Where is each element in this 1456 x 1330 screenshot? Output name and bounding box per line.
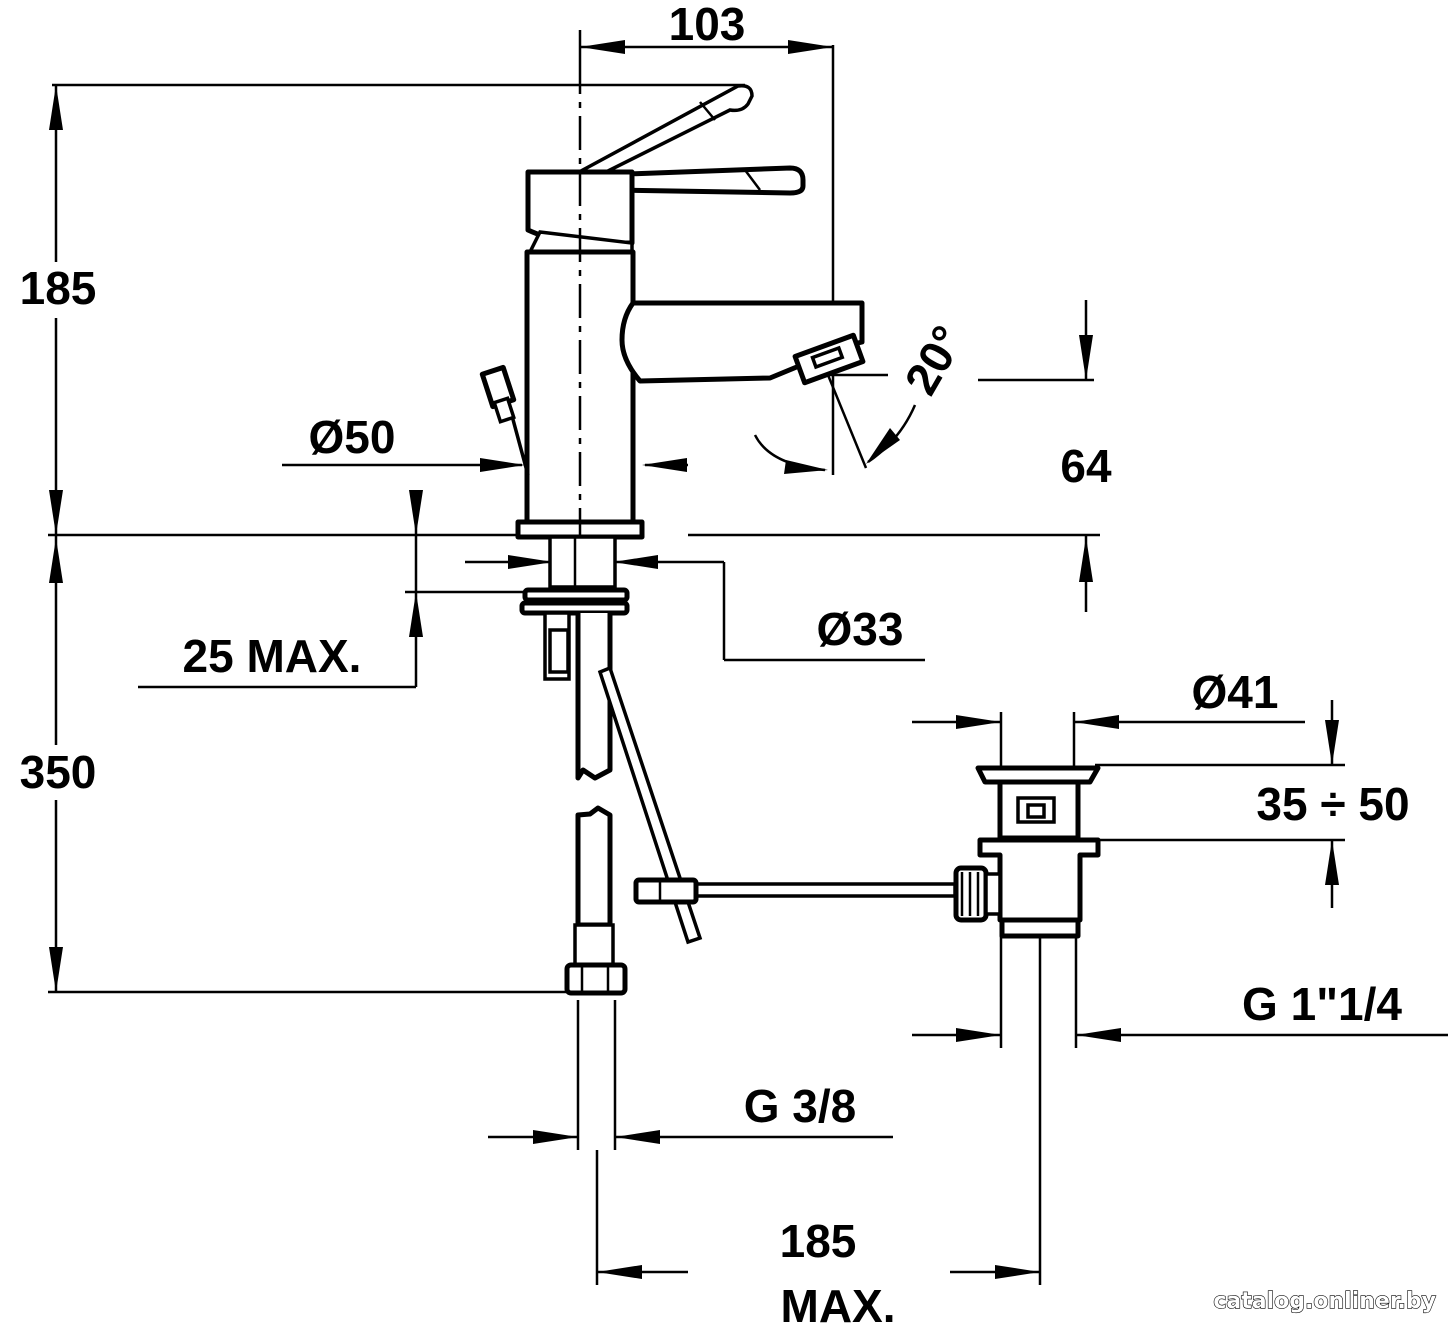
label-spout-height: 64 (1060, 440, 1112, 492)
popup-rod-knob (479, 364, 530, 476)
lever-raised-phantom (567, 83, 754, 180)
label-diameter-shank: Ø33 (817, 603, 904, 655)
label-tilt-angle: 20° (894, 317, 974, 403)
label-drain-thread: G 1"1/4 (1242, 978, 1402, 1030)
label-height-lower: 350 (20, 746, 97, 798)
popup-linkage (597, 665, 957, 945)
label-distance-value: 185 (780, 1215, 857, 1267)
dimension-lines (48, 30, 1448, 1285)
label-supply-thread: G 3/8 (744, 1080, 857, 1132)
shank-assembly (519, 535, 630, 996)
label-deck-thickness: 25 MAX. (183, 630, 362, 682)
label-height-upper: 185 (20, 262, 97, 314)
drain-assembly (953, 765, 1101, 939)
label-width-top: 103 (669, 0, 746, 50)
label-diameter-body: Ø50 (309, 411, 396, 463)
dimension-labels: 103 185 350 Ø50 25 MAX. Ø33 20° 64 Ø41 3… (20, 0, 1437, 1330)
watermark: catalog.onliner.by (1213, 1289, 1436, 1314)
label-drain-range: 35 ÷ 50 (1256, 778, 1409, 830)
lever-handle (597, 165, 806, 196)
label-diameter-drain: Ø41 (1192, 666, 1279, 718)
aerator (792, 332, 866, 386)
faucet-body (479, 60, 866, 540)
label-distance-qualifier: MAX. (781, 1280, 896, 1330)
